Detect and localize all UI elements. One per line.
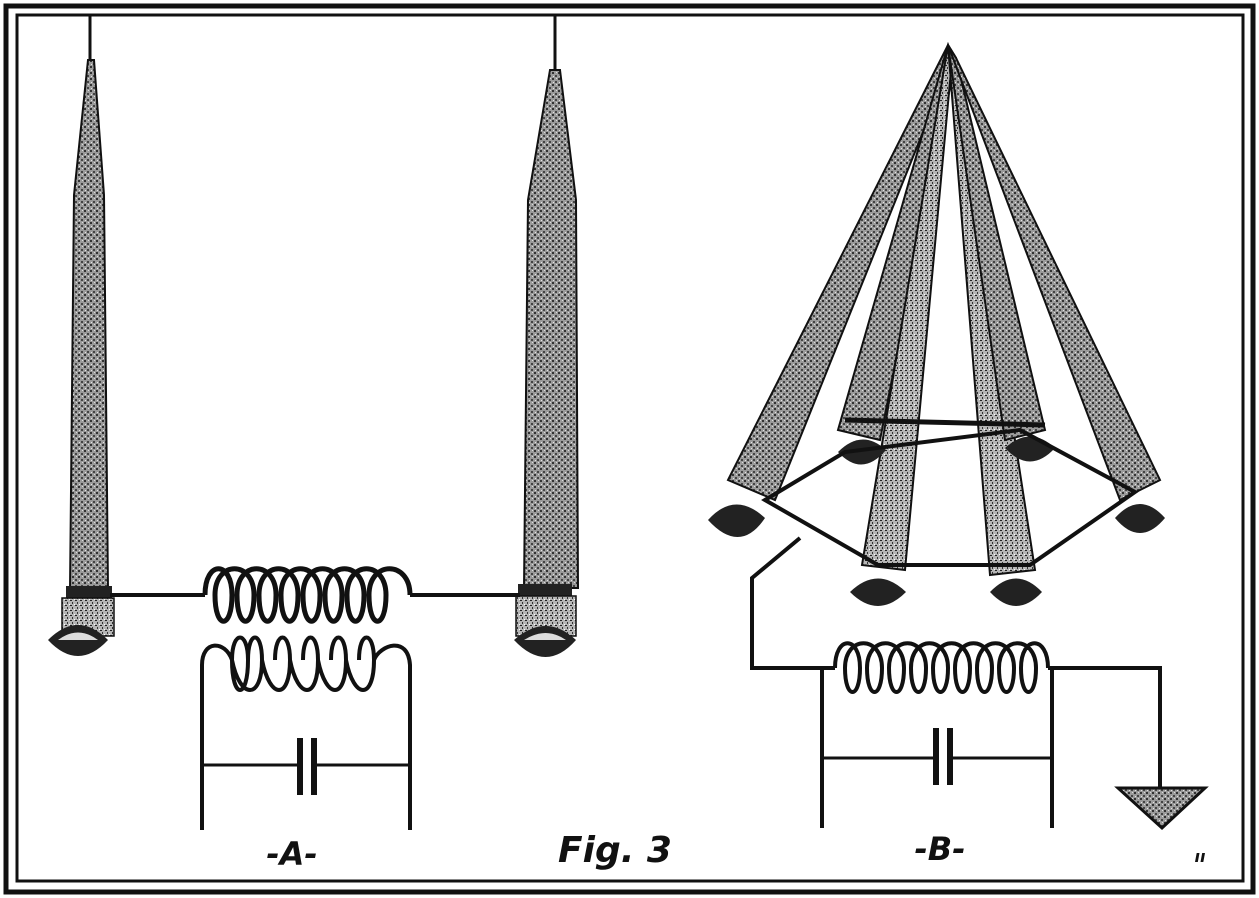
ground-wire-b	[1048, 666, 1162, 790]
label-b: -B-	[915, 830, 966, 868]
label-a: -A-	[266, 835, 317, 873]
primary-coil-a	[202, 566, 413, 624]
primary-coil-b	[833, 641, 1050, 694]
lead-wire-b	[750, 536, 835, 670]
ground-symbol-b	[1114, 786, 1209, 831]
diagram-a: -A-	[48, 15, 580, 873]
upper-tie-wire-b	[844, 417, 1046, 428]
left-needle-electrode	[48, 15, 115, 656]
figure-caption: Fig. 3	[558, 830, 672, 871]
needle-bundle-b	[726, 41, 1162, 577]
needle-b6	[947, 44, 1162, 502]
corner-mark: ıı	[1195, 847, 1206, 866]
condenser-loop-b	[820, 670, 1054, 828]
diagram-b: -B-	[708, 41, 1209, 868]
secondary-coil-a	[200, 635, 412, 830]
right-needle-electrode	[514, 15, 580, 657]
frame-border	[3, 3, 1256, 895]
ring-conductor-b	[761, 427, 1139, 567]
